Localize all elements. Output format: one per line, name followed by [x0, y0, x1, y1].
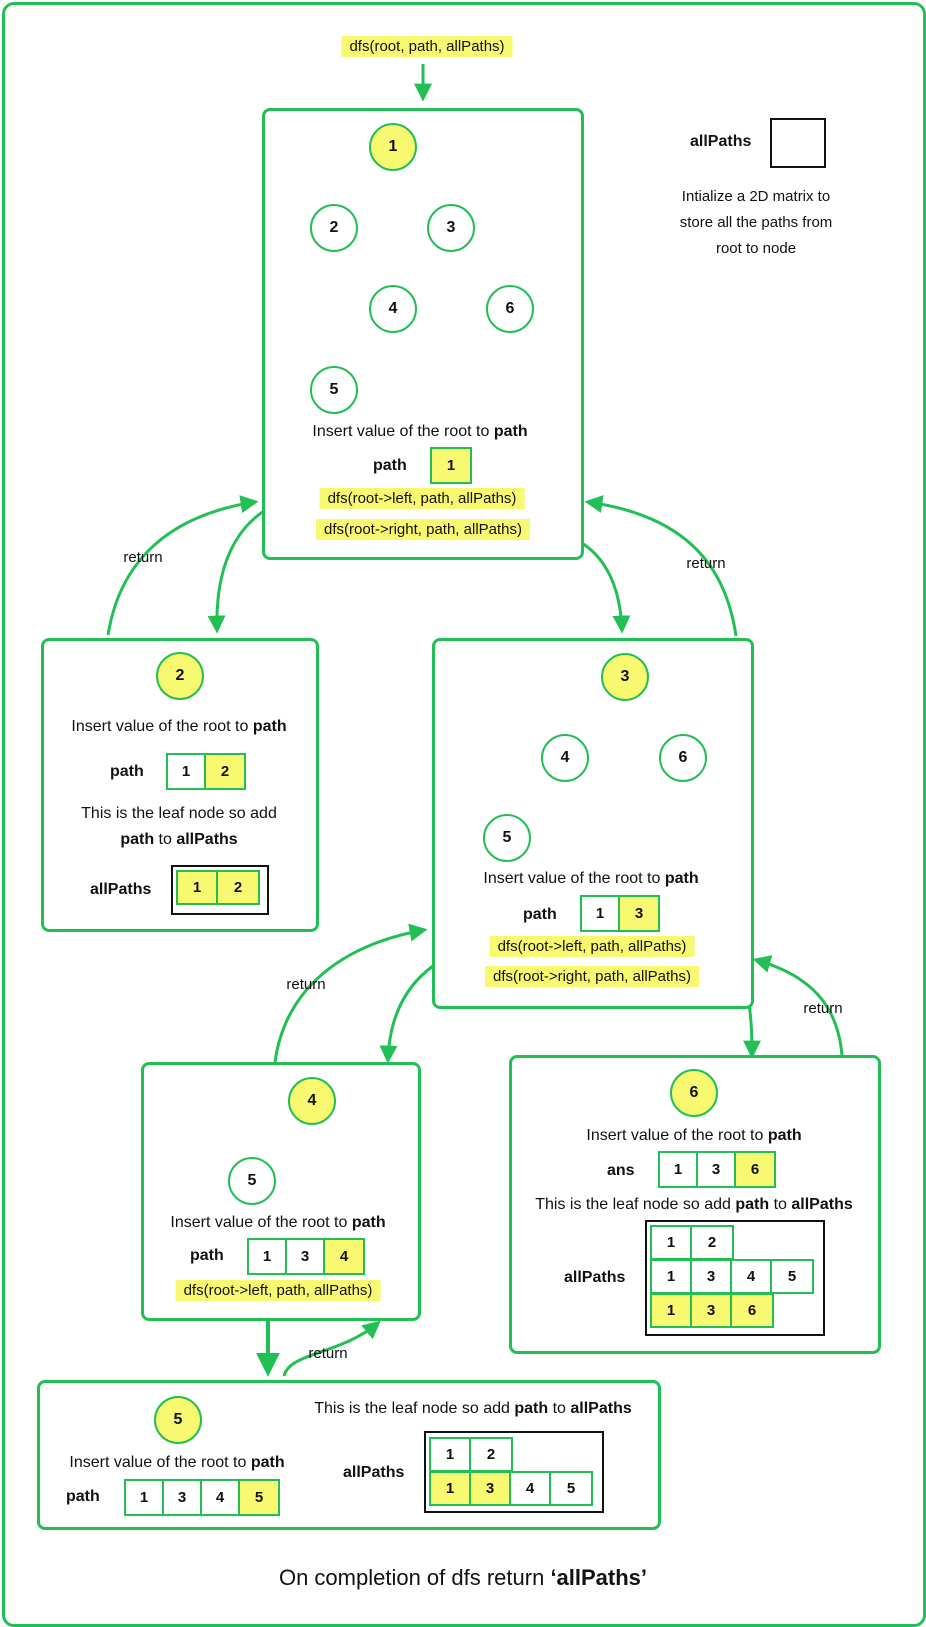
matrix-cell: 1: [652, 1261, 692, 1292]
tree-node: 4: [288, 1077, 336, 1125]
path-cell: 1: [168, 755, 206, 788]
path-array: 1 3 4: [247, 1238, 365, 1275]
insert-text: Insert value of the root to path: [312, 423, 528, 440]
path-array: 1 3: [580, 895, 660, 932]
call-left: dfs(root->left, path, allPaths): [175, 1280, 381, 1301]
path-cell: 1: [432, 449, 470, 482]
footer-text: On completion of dfs return ‘allPaths’: [278, 1565, 648, 1590]
allpaths-row: 1 2: [429, 1437, 513, 1472]
matrix-cell: 6: [732, 1295, 772, 1326]
matrix-cell: 5: [551, 1473, 591, 1504]
allpaths-empty-matrix: [770, 118, 826, 168]
tree-node: 5: [228, 1157, 276, 1205]
tree-node: 6: [659, 734, 707, 782]
allpaths-row: 1 3 4 5: [650, 1259, 814, 1294]
path-cell: 1: [126, 1481, 164, 1514]
path-cell: 2: [206, 755, 244, 788]
tree-node: 2: [310, 204, 358, 252]
matrix-cell: 1: [652, 1227, 692, 1258]
call-right: dfs(root->right, path, allPaths): [315, 519, 531, 540]
allpaths-label: allPaths: [564, 1269, 626, 1286]
path-cell: 1: [582, 897, 620, 930]
start-call: dfs(root, path, allPaths): [341, 36, 513, 57]
tree-node: 5: [310, 366, 358, 414]
path-cell: 1: [660, 1153, 698, 1186]
allpaths-row: 1 3 4 5: [429, 1471, 593, 1506]
tree-node: 6: [486, 285, 534, 333]
path-array: 1 2: [166, 753, 246, 790]
allpaths-init-label: allPaths: [690, 133, 752, 150]
matrix-cell: 2: [692, 1227, 732, 1258]
matrix-cell: 1: [178, 872, 218, 903]
tree-node: 4: [369, 285, 417, 333]
tree-node: 6: [670, 1069, 718, 1117]
matrix-cell: 5: [772, 1261, 812, 1292]
path-cell: 6: [736, 1153, 774, 1186]
path-cell: 3: [698, 1153, 736, 1186]
tree-node: 1: [369, 123, 417, 171]
matrix-cell: 1: [652, 1295, 692, 1326]
insert-text: Insert value of the root to path: [71, 718, 287, 735]
path-cell: 5: [240, 1481, 278, 1514]
call-left: dfs(root->left, path, allPaths): [319, 488, 525, 509]
tree-node: 4: [541, 734, 589, 782]
allpaths-row: 1 2: [176, 870, 260, 905]
path-cell: 1: [249, 1240, 287, 1273]
return-label: return: [686, 555, 726, 572]
insert-text: Insert value of the root to path: [170, 1214, 386, 1231]
init-note-1: Intialize a 2D matrix to: [681, 188, 831, 205]
tree-node: 3: [601, 653, 649, 701]
matrix-cell: 3: [692, 1295, 732, 1326]
dfs-panel-root-1: [262, 108, 584, 560]
path-array: 1 3 6: [658, 1151, 776, 1188]
matrix-cell: 2: [471, 1439, 511, 1470]
path-cell: 4: [325, 1240, 363, 1273]
dfs-panel-node-4: [141, 1062, 421, 1321]
path-cell: 3: [287, 1240, 325, 1273]
matrix-cell: 1: [431, 1473, 471, 1504]
allpaths-label: allPaths: [90, 881, 152, 898]
allpaths-label: allPaths: [343, 1464, 405, 1481]
path-array: 1: [430, 447, 472, 484]
path-cell: 4: [202, 1481, 240, 1514]
matrix-cell: 2: [218, 872, 258, 903]
insert-text: Insert value of the root to path: [69, 1454, 285, 1471]
path-label: path: [66, 1488, 100, 1505]
tree-node: 5: [154, 1396, 202, 1444]
call-left: dfs(root->left, path, allPaths): [489, 936, 695, 957]
return-label: return: [803, 1000, 843, 1017]
matrix-cell: 1: [431, 1439, 471, 1470]
ans-label: ans: [607, 1162, 635, 1179]
path-cell: 3: [620, 897, 658, 930]
init-note-2: store all the paths from: [679, 214, 833, 231]
leaf-text: This is the leaf node so add path to all…: [314, 1400, 632, 1417]
path-label: path: [110, 763, 144, 780]
return-label: return: [123, 549, 163, 566]
tree-node: 2: [156, 652, 204, 700]
init-note-3: root to node: [715, 240, 797, 257]
matrix-cell: 3: [692, 1261, 732, 1292]
path-label: path: [373, 457, 407, 474]
path-cell: 3: [164, 1481, 202, 1514]
path-label: path: [190, 1247, 224, 1264]
leaf-text-1: This is the leaf node so add: [81, 805, 277, 822]
return-label: return: [308, 1345, 348, 1362]
insert-text: Insert value of the root to path: [483, 870, 699, 887]
call-right: dfs(root->right, path, allPaths): [484, 966, 700, 987]
matrix-cell: 4: [511, 1473, 551, 1504]
tree-node: 3: [427, 204, 475, 252]
matrix-cell: 3: [471, 1473, 511, 1504]
tree-node: 5: [483, 814, 531, 862]
leaf-text-2: path to allPaths: [120, 831, 238, 848]
return-label: return: [286, 976, 326, 993]
insert-text: Insert value of the root to path: [586, 1127, 802, 1144]
allpaths-row: 1 3 6: [650, 1293, 774, 1328]
leaf-text: This is the leaf node so add path to all…: [535, 1196, 853, 1213]
allpaths-row: 1 2: [650, 1225, 734, 1260]
path-label: path: [523, 906, 557, 923]
matrix-cell: 4: [732, 1261, 772, 1292]
path-array: 1 3 4 5: [124, 1479, 280, 1516]
